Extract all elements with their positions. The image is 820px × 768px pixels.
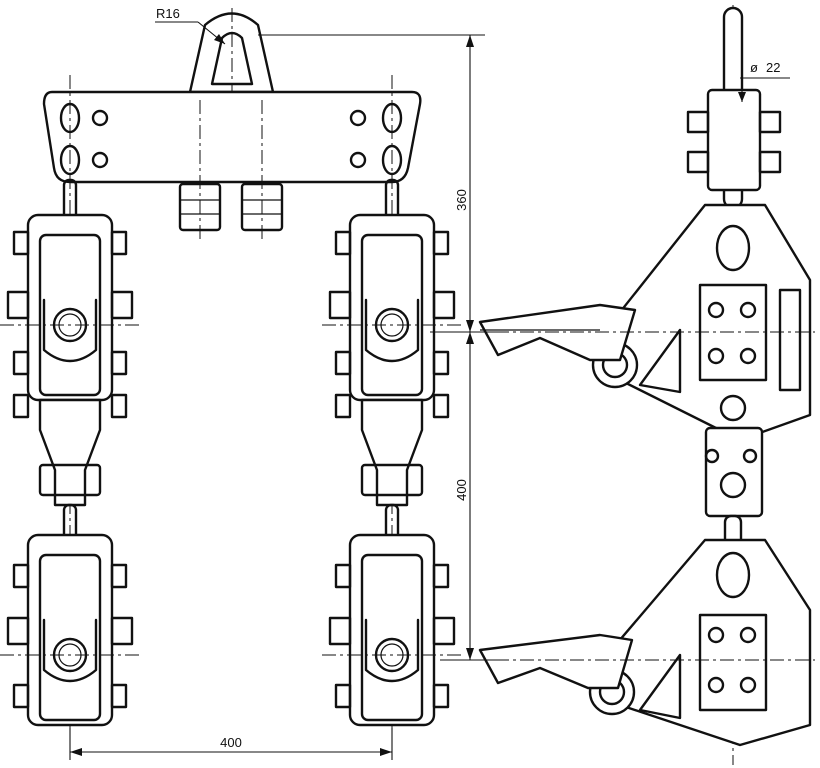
radius-label: R16 [156, 6, 180, 21]
right-clamp-chain [322, 75, 462, 760]
diameter-label: 22 [766, 60, 780, 75]
horizontal-label: 400 [220, 735, 242, 750]
dimensions: R16 360 400 400 ø 22 [69, 6, 790, 760]
side-view [470, 5, 815, 765]
vertical-upper-label: 360 [454, 189, 469, 211]
vertical-lower-label: 400 [454, 479, 469, 501]
yoke-plate [42, 90, 422, 240]
left-clamp-chain [0, 75, 140, 760]
front-view [0, 8, 462, 760]
diameter-symbol: ø [750, 60, 758, 75]
